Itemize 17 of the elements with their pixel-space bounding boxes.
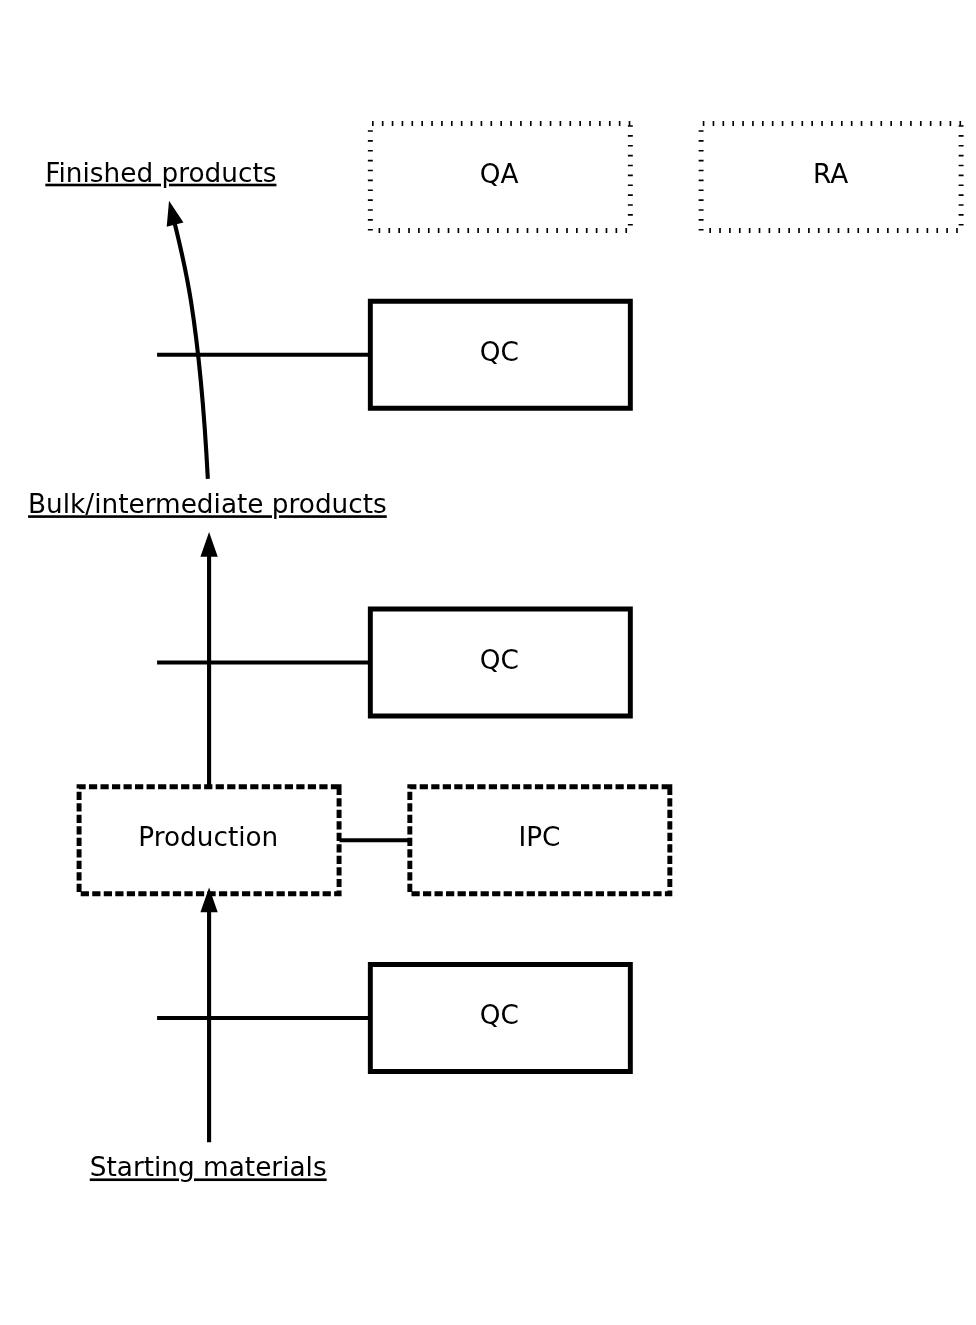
node-box: QC <box>367 962 633 1074</box>
node-box: QC <box>367 606 633 719</box>
node-box: QC <box>367 298 633 411</box>
arrow <box>200 887 218 1143</box>
node-text: Starting materials <box>89 1152 327 1183</box>
node-box: RA <box>698 121 964 233</box>
node-box: IPC <box>407 784 673 897</box>
node-box: Production <box>76 784 342 897</box>
connector <box>157 660 371 665</box>
arrow <box>166 200 210 480</box>
connector <box>339 838 410 843</box>
connector <box>157 352 371 357</box>
node-text: Bulk/intermediate products <box>28 489 387 520</box>
arrow <box>200 532 218 787</box>
node-box: QA <box>367 121 633 233</box>
node-text: Finished products <box>45 157 277 188</box>
connector <box>157 1015 371 1020</box>
